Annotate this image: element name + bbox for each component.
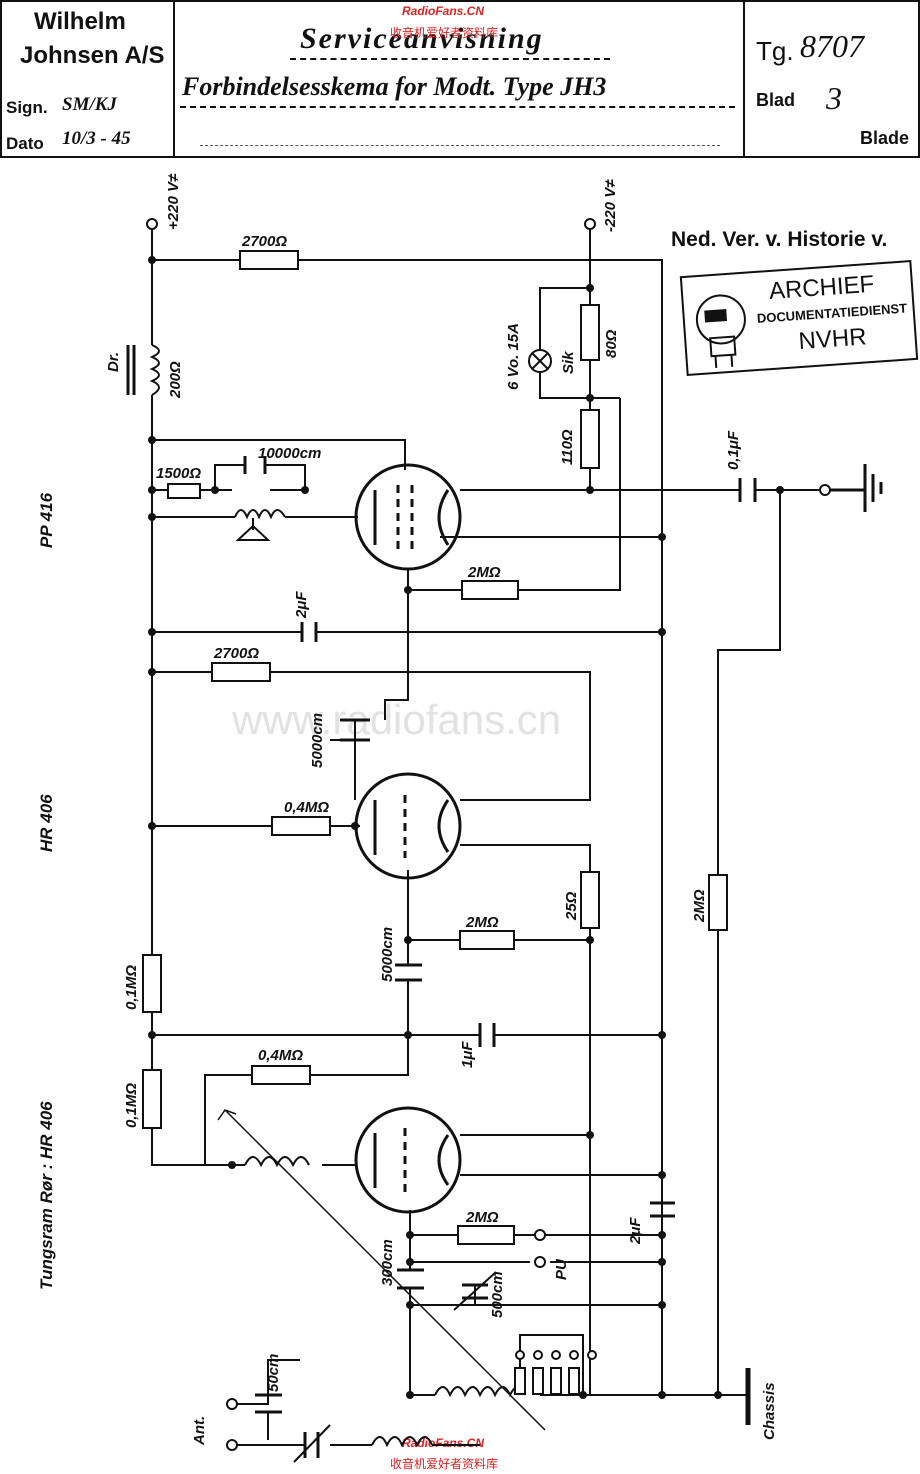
- label-c01uf: 0,1μF: [725, 430, 742, 470]
- label-r01m-1: 0,1MΩ: [123, 965, 140, 1010]
- label-c2uf-1: 2μF: [293, 591, 310, 619]
- label-choke-r: 200Ω: [167, 361, 184, 399]
- company-name-line2: Johnsen A/S: [20, 42, 165, 69]
- ant-terminal-2: [226, 1439, 238, 1451]
- resistors: [142, 250, 728, 1245]
- watermark-bottom-cn: 收音机爱好者资料库: [390, 1457, 499, 1471]
- choke-coil: [149, 344, 160, 396]
- label-chassis: Chassis: [761, 1382, 778, 1440]
- label-r04m-1: 0,4MΩ: [284, 799, 329, 816]
- label-pu: PU: [553, 1258, 570, 1280]
- tg-value: 8707: [800, 28, 864, 64]
- ant-terminal-1: [226, 1398, 238, 1410]
- coils: [126, 344, 546, 1448]
- title: Serviceanvisning: [300, 22, 544, 55]
- label-lamp: 6 Vo. 15A: [505, 323, 522, 390]
- antenna-coil: [434, 1386, 526, 1398]
- label-r04m-2: 0,4MΩ: [258, 1047, 303, 1064]
- grid-coil: [244, 1156, 310, 1168]
- tuning-arrow: [293, 1424, 331, 1463]
- terminals: [146, 218, 831, 1451]
- sign-value: SM/KJ: [62, 94, 117, 115]
- company-name-line1: Wilhelm: [34, 8, 126, 35]
- tube1-envelope: [354, 463, 462, 571]
- minus220-terminal: [584, 218, 596, 230]
- date-value: 10/3 - 45: [62, 128, 131, 149]
- earth-terminal: [819, 484, 831, 496]
- tubes: [354, 463, 462, 1214]
- tube1-type: PP 416: [37, 492, 56, 548]
- date-label: Dato: [6, 134, 44, 153]
- label-choke: Dr.: [105, 352, 122, 372]
- label-r80: 80Ω: [603, 329, 620, 358]
- sign-label: Sign.: [6, 98, 48, 117]
- label-ant: Ant.: [191, 1416, 208, 1446]
- archive-note: Ned. Ver. v. Historie v.: [671, 228, 888, 251]
- tube3-type: Tungsram Rør : HR 406: [37, 1101, 56, 1290]
- label-r2m-3: 2MΩ: [465, 1209, 499, 1226]
- watermark-bottom-en: RadioFans.CN: [402, 1436, 485, 1450]
- tube2-type: HR 406: [37, 794, 56, 852]
- tube2-envelope: [354, 772, 462, 880]
- tube3-envelope: [354, 1106, 462, 1214]
- label-r2700-top: 2700Ω: [241, 233, 287, 250]
- watermark-center: www.radiofans.cn: [232, 696, 562, 743]
- label-r2m-2: 2MΩ: [465, 914, 499, 931]
- label-r2m-1: 2MΩ: [467, 564, 501, 581]
- title-underline: [290, 58, 610, 60]
- antenna-coupling-coil: [371, 1436, 433, 1448]
- label-plus220: +220 V≠: [165, 173, 182, 230]
- label-c10000: 10000cm: [258, 445, 321, 462]
- trimmer-arrow: [453, 1271, 497, 1311]
- header-right-box: [743, 0, 920, 158]
- speaker-coil: [234, 509, 286, 520]
- pu-terminal-2: [534, 1256, 546, 1268]
- watermark-top-en: RadioFans.CN: [402, 4, 485, 18]
- blank-line: [200, 145, 720, 146]
- pu-terminal-1: [534, 1229, 546, 1241]
- archive-stamp: ARCHIEF DOCUMENTATIEDIENST NVHR: [679, 260, 919, 376]
- subtitle-underline: [180, 106, 735, 108]
- subtitle: Forbindelsesskema for Modt. Type JH3: [182, 72, 607, 101]
- label-minus220: -220 V≠: [602, 179, 619, 232]
- label-r2700-mid: 2700Ω: [213, 645, 259, 662]
- band-switch: [514, 1350, 597, 1395]
- wiring: [151, 228, 820, 1446]
- label-r25: 25Ω: [563, 891, 580, 921]
- label-c50: 50cm: [265, 1354, 282, 1392]
- label-sik: Sik: [560, 351, 577, 374]
- capacitors: [243, 456, 757, 1458]
- header-block: Wilhelm Johnsen A/S Sign. SM/KJ Dato 10/…: [0, 0, 920, 158]
- label-r2m-right: 2MΩ: [691, 889, 708, 923]
- label-c2uf-2: 2μF: [627, 1217, 644, 1245]
- watermark-top-cn: 收音机爱好者资料库: [390, 26, 499, 40]
- blad-label: Blad: [756, 90, 796, 110]
- tube-logo-icon: [695, 294, 746, 368]
- label-r01m-2: 0,1MΩ: [123, 1083, 140, 1128]
- label-r110: 110Ω: [559, 429, 576, 465]
- blade-label: Blade: [860, 128, 910, 148]
- label-r1500: 1500Ω: [156, 465, 201, 482]
- blad-value: 3: [826, 80, 842, 116]
- label-c500: 500cm: [489, 1271, 506, 1318]
- pilot-lamp-icon: [528, 349, 552, 373]
- plus220-terminal: [146, 218, 158, 230]
- label-c1uf: 1μF: [459, 1041, 476, 1068]
- earth-icon: [830, 464, 883, 512]
- label-c300: 300cm: [379, 1239, 396, 1286]
- tube-type-labels: PP 416 HR 406 Tungsram Rør : HR 406: [37, 492, 56, 1290]
- tg-label: Tg.: [756, 36, 794, 66]
- label-c5000-2: 5000cm: [379, 927, 396, 982]
- component-labels: +220 V≠ -220 V≠ 2700Ω Dr. 200Ω 6 Vo. 15A…: [105, 173, 778, 1446]
- junction-dots: [148, 256, 784, 1399]
- ganged-tuning-line: [224, 1109, 546, 1431]
- label-c5000-1: 5000cm: [309, 713, 326, 768]
